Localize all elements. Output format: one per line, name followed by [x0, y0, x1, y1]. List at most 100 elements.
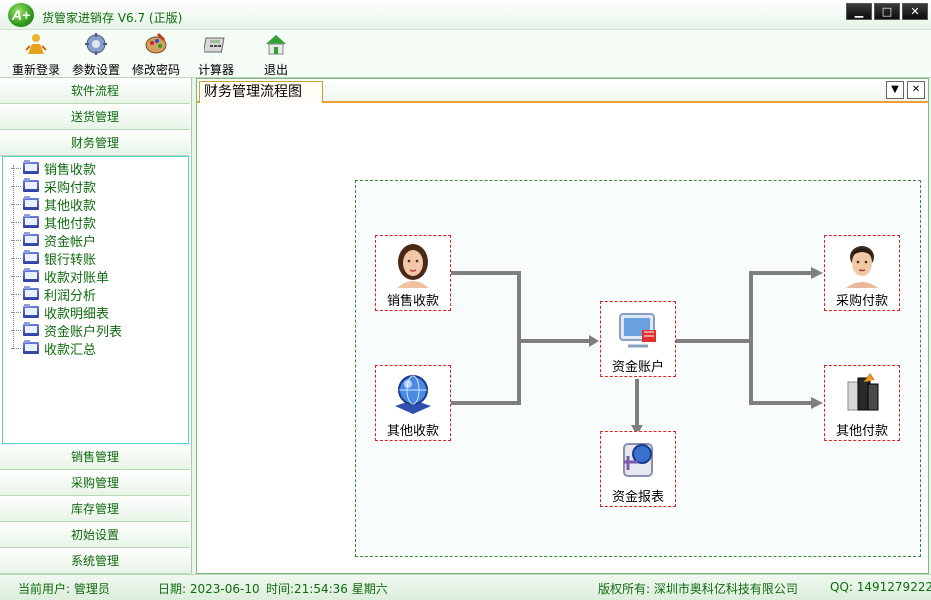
node-fund-report[interactable]: 资金报表: [600, 431, 676, 507]
window-title: 货管家进销存 V6.7 (正版): [42, 11, 183, 25]
folder-icon: [23, 340, 39, 354]
folder-icon: [23, 268, 39, 282]
tree-item-label: 收款明细表: [44, 306, 110, 322]
nav-group-inventory[interactable]: 库存管理: [0, 496, 190, 522]
status-qq: QQ: 1491279222: [830, 580, 931, 594]
tree-connector: [13, 165, 14, 349]
flow-arrows: [451, 267, 823, 435]
nav-group-software-flow[interactable]: 软件流程: [0, 78, 190, 104]
toolbar: 重新登录 参数设置 修改密码 计算器 退出: [0, 30, 931, 78]
node-label: 其他付款: [835, 424, 888, 439]
books-icon: [847, 373, 879, 411]
exit-label: 退出: [263, 63, 288, 77]
tree-item-label: 采购付款: [44, 180, 97, 196]
maximize-button[interactable]: □: [874, 3, 900, 20]
title-bar: A+ 货管家进销存 V6.7 (正版) ▁ □ ✕: [0, 0, 931, 30]
tree-item-label: 利润分析: [44, 288, 97, 304]
node-label: 其他收款: [386, 424, 439, 439]
flow-canvas: 销售收款 其他收款 资金账户 资金报表 采购付款: [197, 103, 928, 573]
sidebar: 软件流程 送货管理 财务管理 销售收款 采购付款 其他收款 其他付款 资金帐户 …: [0, 78, 192, 574]
node-label: 采购付款: [835, 294, 888, 309]
tab-finance-flow[interactable]: 财务管理流程图: [199, 81, 323, 103]
person-icon: [25, 34, 47, 54]
tree-item[interactable]: 销售收款: [11, 159, 97, 178]
tree-item[interactable]: 利润分析: [11, 285, 97, 304]
status-current-user: 当前用户: 管理员: [18, 582, 110, 596]
tree-item[interactable]: 采购付款: [11, 177, 97, 196]
nav-group-delivery[interactable]: 送货管理: [0, 104, 190, 130]
content-panel: 财务管理流程图 ▼ ✕ 销售收款: [196, 78, 929, 574]
settings-button[interactable]: 参数设置: [66, 32, 126, 78]
window-controls: ▁ □ ✕: [846, 3, 928, 20]
folder-icon: [23, 196, 39, 210]
palette-icon: [145, 32, 167, 54]
tree-item-label: 其他付款: [44, 216, 97, 232]
tree-item[interactable]: 资金账户列表: [11, 321, 123, 340]
calculator-icon: [204, 37, 225, 53]
house-exit-icon: [266, 35, 286, 55]
arrowhead: [811, 267, 823, 279]
tab-close-button[interactable]: ✕: [907, 81, 925, 99]
folder-icon: [23, 232, 39, 246]
node-sales-receipt[interactable]: 销售收款: [375, 235, 451, 311]
node-other-payment[interactable]: 其他付款: [824, 365, 900, 441]
node-label: 资金报表: [611, 490, 664, 505]
password-label: 修改密码: [131, 63, 180, 77]
calculator-button[interactable]: 计算器: [186, 32, 246, 78]
node-purchase-payment[interactable]: 采购付款: [824, 235, 900, 311]
node-label: 资金账户: [611, 360, 664, 375]
arrowhead: [631, 425, 643, 435]
tree-item-label: 收款对账单: [44, 270, 110, 286]
merge-connector: [451, 271, 521, 405]
tab-menu-button[interactable]: ▼: [886, 81, 904, 99]
tree-item[interactable]: 其他付款: [11, 213, 97, 232]
arrowhead: [811, 397, 823, 409]
nav-group-finance[interactable]: 财务管理: [0, 130, 190, 156]
gear-icon: [85, 33, 107, 55]
tree-item[interactable]: 其他收款: [11, 195, 97, 214]
nav-group-sales[interactable]: 销售管理: [0, 444, 190, 470]
folder-icon: [23, 250, 39, 264]
relogin-button[interactable]: 重新登录: [6, 32, 66, 78]
finance-tree: 销售收款 采购付款 其他收款 其他付款 资金帐户 银行转账 收款对账单 利润分析…: [2, 156, 189, 444]
tree-item-label: 其他收款: [44, 198, 97, 214]
folder-icon: [23, 160, 39, 174]
status-bar: 当前用户: 管理员 日期: 2023-06-10 时间:21:54:36 星期六…: [0, 574, 931, 600]
folder-icon: [23, 214, 39, 228]
tree-item-label: 资金账户列表: [44, 324, 123, 340]
tree-item[interactable]: 收款汇总: [11, 339, 97, 358]
arrow-to-other-payment: [749, 341, 811, 405]
status-date: 日期: 2023-06-10: [158, 582, 260, 596]
globe-icon: [395, 375, 431, 414]
tab-bar: 财务管理流程图 ▼ ✕: [197, 79, 928, 103]
password-button[interactable]: 修改密码: [126, 32, 186, 78]
exit-button[interactable]: 退出: [246, 32, 306, 78]
status-copyright: 版权所有: 深圳市奥科亿科技有限公司: [598, 582, 798, 596]
nav-group-purchase[interactable]: 采购管理: [0, 470, 190, 496]
folder-icon: [23, 322, 39, 336]
node-label: 销售收款: [386, 294, 439, 309]
status-time: 时间:21:54:36 星期六: [266, 582, 388, 596]
folder-icon: [23, 286, 39, 300]
woman-avatar-icon: [397, 244, 429, 288]
tree-item-label: 收款汇总: [44, 342, 97, 358]
tree-item[interactable]: 收款对账单: [11, 267, 110, 286]
folder-icon: [23, 178, 39, 192]
tree-item-label: 销售收款: [44, 162, 97, 178]
minimize-button[interactable]: ▁: [846, 3, 872, 20]
nav-group-system[interactable]: 系统管理: [0, 548, 190, 574]
tree-item[interactable]: 银行转账: [11, 249, 97, 268]
arrow-to-purchase-payment: [675, 271, 811, 343]
tree-item-label: 银行转账: [44, 252, 97, 268]
node-fund-account[interactable]: 资金账户: [600, 301, 676, 377]
tree-item[interactable]: 资金帐户: [11, 231, 96, 250]
arrowhead: [589, 335, 599, 347]
relogin-label: 重新登录: [11, 63, 60, 77]
node-other-receipt[interactable]: 其他收款: [375, 365, 451, 441]
report-icon: [623, 443, 653, 477]
close-button[interactable]: ✕: [902, 3, 928, 20]
monitor-icon: [619, 313, 656, 348]
tree-item[interactable]: 收款明细表: [11, 303, 110, 322]
nav-group-initial-setup[interactable]: 初始设置: [0, 522, 190, 548]
calculator-label: 计算器: [197, 63, 234, 77]
